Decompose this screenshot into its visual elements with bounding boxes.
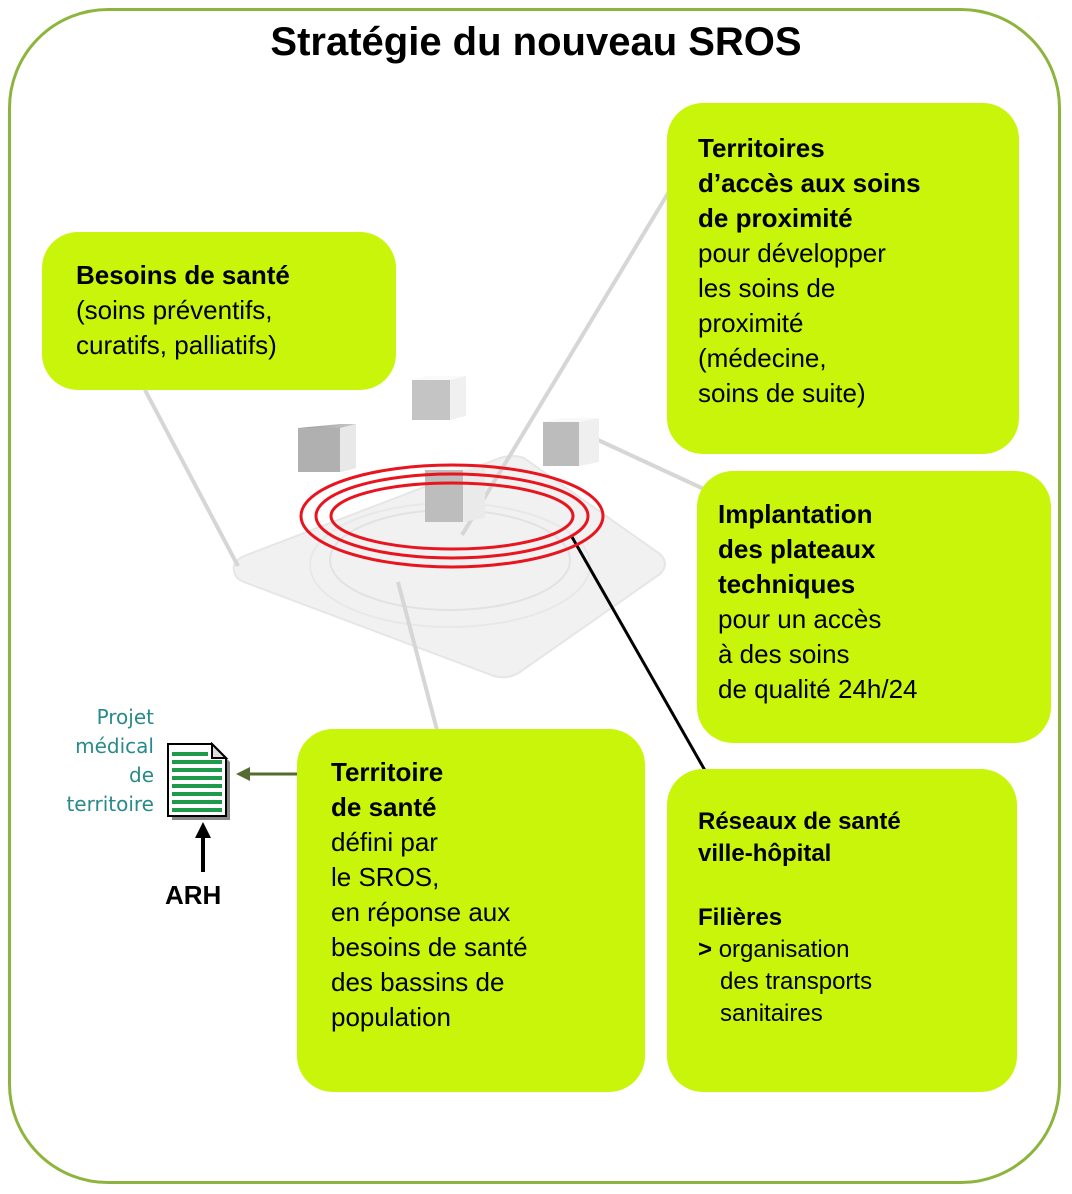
box-text-line: en réponse aux bbox=[331, 897, 511, 927]
red-ring bbox=[314, 472, 590, 560]
box-territoire-de-sante: Territoire de santé défini par le SROS, … bbox=[297, 729, 645, 1092]
box-text-line: des bassins de bbox=[331, 967, 505, 997]
connector-besoins bbox=[143, 389, 240, 567]
box-text-line: organisation bbox=[718, 936, 850, 963]
box-text-line: pour un accès bbox=[718, 604, 882, 634]
projet-line: médical bbox=[75, 734, 154, 758]
red-ring bbox=[329, 481, 575, 551]
arrowhead-left bbox=[236, 767, 250, 781]
arrowhead-up bbox=[195, 822, 211, 838]
connector-reseaux bbox=[570, 536, 709, 775]
projet-line: Projet bbox=[96, 705, 154, 729]
bullet-line: > organisation bbox=[698, 934, 1017, 966]
box-text-line: défini par bbox=[331, 827, 438, 857]
connector-territoire bbox=[396, 581, 439, 731]
projet-medical-label: Projet médical de territoire bbox=[20, 703, 154, 819]
box-text-line: curatifs, palliatifs) bbox=[76, 330, 277, 360]
box-text-line: (médecine, bbox=[698, 343, 827, 373]
connector-plateaux bbox=[597, 438, 707, 492]
box-text-line: besoins de santé bbox=[331, 932, 528, 962]
box-text-line: (soins préventifs, bbox=[76, 295, 273, 325]
document-icon bbox=[167, 742, 230, 820]
box-besoins-de-sante: Besoins de santé (soins préventifs, cura… bbox=[42, 232, 396, 390]
box-heading: Besoins de santé bbox=[76, 260, 290, 290]
diagram-frame bbox=[8, 8, 1061, 1184]
box-text-line: de qualité 24h/24 bbox=[718, 674, 918, 704]
cube bbox=[298, 424, 356, 472]
cube bbox=[543, 418, 599, 466]
box-text-line: soins de suite) bbox=[698, 378, 866, 408]
box-heading: Implantation bbox=[718, 499, 873, 529]
box-territoires-proximite: Territoires d’accès aux soins de proximi… bbox=[667, 103, 1019, 454]
box-heading: Territoire bbox=[331, 757, 444, 787]
box-text-line: pour développer bbox=[698, 238, 886, 268]
box-heading: Territoires bbox=[698, 133, 825, 163]
page-title: Stratégie du nouveau SROS bbox=[270, 20, 802, 64]
box-text-line: les soins de bbox=[698, 273, 836, 303]
box-text-line: proximité bbox=[698, 308, 804, 338]
filieres-heading: Filières bbox=[698, 904, 783, 931]
spacer bbox=[698, 870, 1017, 902]
box-text-line: population bbox=[331, 1002, 451, 1032]
projet-line: de bbox=[129, 763, 154, 787]
red-ring bbox=[299, 463, 605, 569]
bullet-marker: > bbox=[698, 936, 713, 963]
box-heading: de proximité bbox=[698, 203, 853, 233]
arh-label: ARH bbox=[165, 880, 222, 910]
box-plateaux-techniques: Implantation des plateaux techniques pou… bbox=[697, 471, 1051, 743]
box-heading: de santé bbox=[331, 792, 437, 822]
box-text-line: des transports bbox=[720, 968, 873, 995]
box-heading: techniques bbox=[718, 569, 856, 599]
box-heading: Réseaux de santé bbox=[698, 808, 901, 835]
box-text-line: sanitaires bbox=[720, 1000, 823, 1027]
box-text-line: à des soins bbox=[718, 639, 850, 669]
box-text-line: le SROS, bbox=[331, 862, 440, 892]
box-heading: ville-hôpital bbox=[698, 840, 832, 867]
projet-line: territoire bbox=[66, 792, 154, 816]
box-heading: des plateaux bbox=[718, 534, 876, 564]
box-reseaux-de-sante: Réseaux de santé ville-hôpital Filières … bbox=[667, 769, 1017, 1092]
box-heading: d’accès aux soins bbox=[698, 168, 921, 198]
cube bbox=[412, 376, 466, 420]
